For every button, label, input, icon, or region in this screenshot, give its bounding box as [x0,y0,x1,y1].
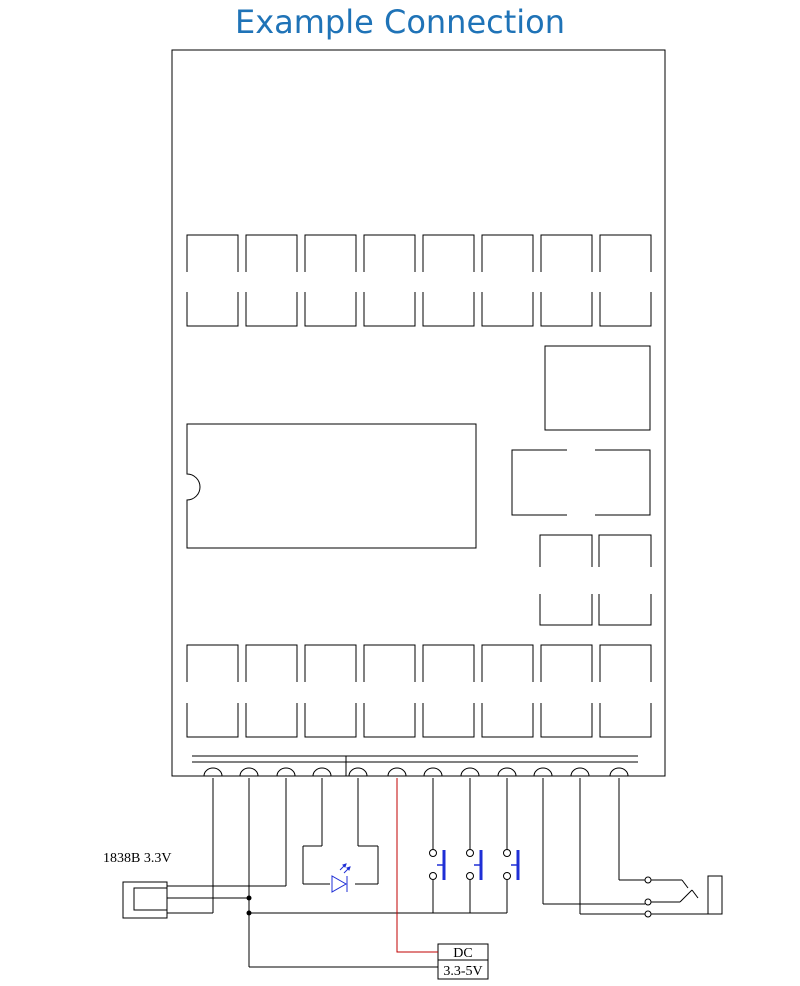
terminal [570,767,590,777]
relay-box [304,234,357,327]
module-board [171,49,666,777]
relay-box [186,234,239,327]
audio-jack [644,875,723,918]
relay-box [363,234,416,327]
push-buttons [429,778,520,913]
relay-box [245,644,298,738]
terminal [276,767,296,777]
power-supply [437,943,489,980]
terminal [497,767,517,777]
relay-top-row [186,234,652,327]
relay-box [540,234,593,327]
relay-box [422,644,475,738]
relay-box [422,234,475,327]
ir-receiver [122,881,286,919]
component-block-1 [544,345,651,431]
relay-box [481,644,534,738]
terminal [609,767,629,777]
terminal [460,767,480,777]
ic-chip [186,423,477,549]
power-label-dc: DC [453,946,472,961]
relay-box [540,644,593,738]
relay-box [245,234,298,327]
screw-terminals [192,755,638,777]
terminal [312,767,332,777]
terminal [239,767,259,777]
relay-bottom-row [186,644,652,738]
power-label-voltage: 3.3-5V [443,964,482,979]
terminal [533,767,553,777]
push-button [466,778,483,913]
push-button [429,778,446,913]
ir-receiver-label: 1838B 3.3V [103,851,171,866]
component-block-3 [539,534,652,626]
relay-box [363,644,416,738]
relay-box [481,234,534,327]
led [331,863,351,893]
power-wire [396,778,438,953]
terminal [203,767,223,777]
relay-box [186,644,239,738]
push-button [503,778,520,913]
page-title: Example Connection [234,3,566,41]
relay-box [304,644,357,738]
terminal [387,767,407,777]
terminal [348,767,368,777]
component-block-2 [511,449,651,516]
terminal [423,767,443,777]
relay-box [599,234,652,327]
relay-box [599,644,652,738]
